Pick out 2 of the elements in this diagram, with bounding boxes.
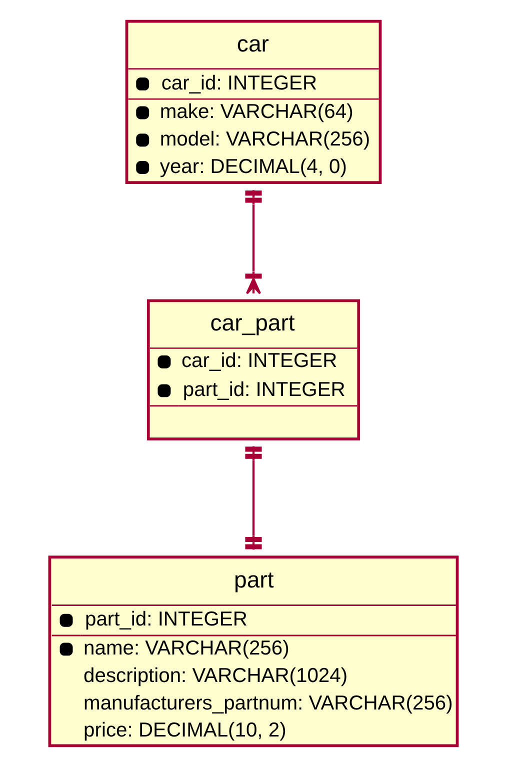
connector — [245, 446, 262, 550]
connector — [245, 190, 262, 295]
